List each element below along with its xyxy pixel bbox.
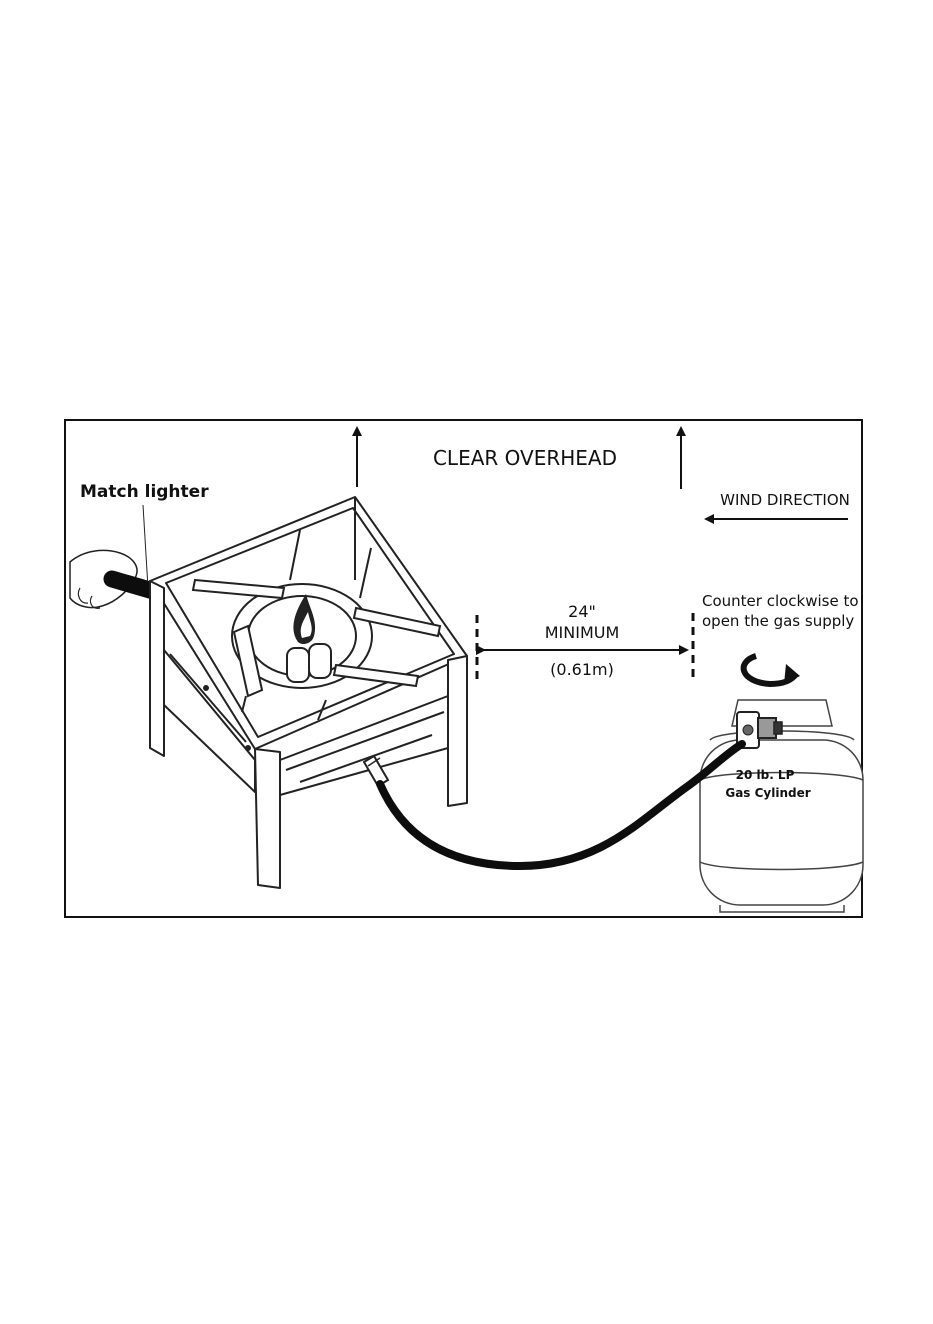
wind-direction-label: WIND DIRECTION (720, 491, 850, 509)
match-lighter-label: Match lighter (80, 482, 209, 502)
valve-instruction-line2: open the gas supply (702, 612, 854, 630)
distance-metric-label: (0.61m) (550, 660, 614, 679)
distance-word-label: MINIMUM (545, 623, 620, 642)
cylinder-label-line1: 20 lb. LP (736, 768, 795, 782)
clear-overhead-label: CLEAR OVERHEAD (433, 446, 617, 470)
cylinder-label-line2: Gas Cylinder (725, 786, 810, 800)
distance-value-label: 24" (568, 602, 596, 621)
valve-instruction-line1: Counter clockwise to (702, 592, 859, 610)
